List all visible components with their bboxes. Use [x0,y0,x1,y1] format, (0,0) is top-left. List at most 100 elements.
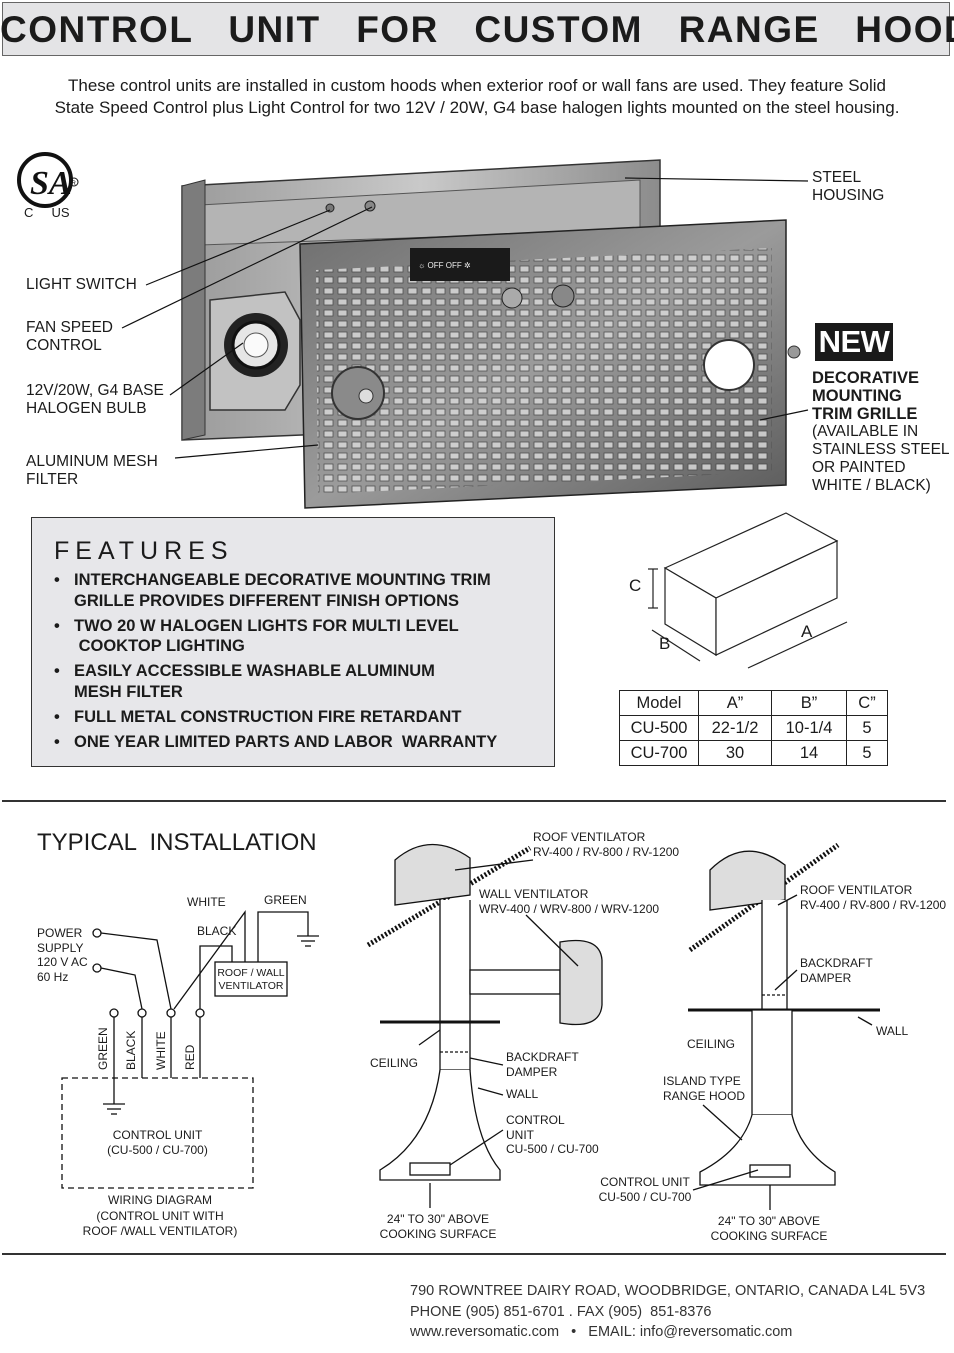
cu-line1: CONTROL UNIT [112,1128,203,1142]
wall-hood-wall-label: WALL [506,1087,539,1101]
wiring-caption-line2: (CONTROL UNIT WITH [96,1208,224,1223]
callout-mesh-filter: ALUMINUM MESH FILTER [26,453,158,489]
divider [2,800,946,802]
bullet: • [54,732,60,751]
table-header: Model [619,690,699,716]
feature-item: • EASILY ACCESSIBLE WASHABLE ALUMINUM MESH… [54,661,554,702]
wire-white-vertical: WHITE [154,1031,168,1070]
box-label-c: C [629,576,642,595]
wire-white-label: WHITE [187,895,226,909]
feature-item: • ONE YEAR LIMITED PARTS AND LABOR WARRAN… [54,732,554,753]
feature-line: FULL METAL CONSTRUCTION FIRE RETARDANT [74,707,462,726]
table-header: C” [846,690,888,716]
feature-line: EASILY ACCESSIBLE WASHABLE ALUMINUM [74,662,435,680]
intro-line-1: These control units are installed in cus… [67,76,886,95]
trim-grille: ☼ OFF OFF ✲ [299,200,801,509]
island-wall-label: WALL [876,1024,909,1038]
installation-title: TYPICAL INSTALLATION [37,829,317,856]
svg-text:SA: SA [30,165,72,202]
feature-line: TWO 20 W HALOGEN LIGHTS FOR MULTI LEVEL [74,616,459,635]
decorative-line3: TRIM GRILLE [812,405,918,423]
decorative-line2: MOUNTING [812,387,902,405]
callout-filter-line2: FILTER [26,471,79,488]
cu-line2: (CU-500 / CU-700) [107,1142,208,1157]
divider [2,1253,946,1255]
footer-contact: 790 ROWNTREE DAIRY ROAD, WOODBRIDGE, ONT… [410,1281,925,1343]
table-cell: 5 [846,740,888,766]
power-line3: 120 V AC [37,955,88,969]
wiring-caption-line3: ROOF /WALL VENTILATOR) [82,1224,238,1238]
cert-us: US [51,205,70,220]
label-line: CONTROL [506,1113,565,1127]
svg-text:R: R [72,181,77,187]
wall-hood-ceiling-label: CEILING [370,1056,419,1070]
features-box [31,517,555,767]
feature-item: • INTERCHANGEABLE DECORATIVE MOUNTING TRI… [54,570,554,611]
ventilator-box-label: ROOF / WALL VENTILATOR [215,967,287,992]
label-line: WALL VENTILATOR [479,887,589,901]
callout-filter-line1: ALUMINUM MESH [26,453,158,470]
power-line2: SUPPLY [37,940,84,955]
decorative-line7: WHITE / BLACK) [812,477,931,494]
island-hood-diagram [688,842,880,1210]
callout-fan-speed-line2: CONTROL [26,337,102,354]
power-supply-label: POWER SUPPLY 120 V AC 60 Hz [37,926,88,984]
page-title: CONTROL UNIT FOR CUSTOM RANGE HOOD [0,9,954,50]
feature-line: GRILLE PROVIDES DIFFERENT FINISH OPTIONS [74,591,460,610]
wiring-diagram [61,910,319,1189]
label-line: 24" TO 30" ABOVE [717,1214,821,1228]
decorative-line4: (AVAILABLE IN [812,423,919,440]
wire-green-label: GREEN [264,893,307,907]
label-line: RV-400 / RV-800 / RV-1200 [800,897,947,912]
new-badge: NEW [815,323,893,361]
bullet: • [54,571,60,589]
wire-red-vertical: RED [183,1044,197,1070]
label-line: BACKDRAFT [506,1050,579,1064]
label-line: CU-500 / CU-700 [506,1142,599,1156]
feature-line: COOKTOP LIGHTING [74,637,245,655]
island-cu-label: CONTROL UNIT CU-500 / CU-700 [597,1175,693,1204]
decorative-line1: DECORATIVE [812,369,919,387]
wire-black-label: BLACK [197,924,237,938]
callout-bulb-line2: HALOGEN BULB [26,400,147,417]
halogen-bulb-module [209,291,301,411]
wiring-caption: WIRING DIAGRAM (CONTROL UNIT WITH ROOF /… [60,1193,260,1240]
intro-line-2: State Speed Control plus Light Control f… [54,97,900,117]
callout-fan-speed-line1: FAN SPEED [26,319,113,336]
table-cell: 10-1/4 [771,715,847,741]
callout-steel-housing: STEEL HOUSING [812,169,884,205]
label-line: CONTROL UNIT [600,1175,690,1189]
wall-hood-damper-label: BACKDRAFT DAMPER [506,1050,579,1079]
wall-hood-height-label: 24" TO 30" ABOVE COOKING SURFACE [372,1212,504,1241]
label-line: WRV-400 / WRV-800 / WRV-1200 [479,901,660,916]
box-label-a: A [801,622,813,641]
bullet: • [54,662,60,680]
callout-steel-housing-line1: STEEL [812,169,862,186]
callout-fan-speed: FAN SPEED CONTROL [26,319,113,355]
features-title: FEATURES [54,537,234,565]
power-line1: POWER [37,926,83,940]
island-roof-vent-label: ROOF VENTILATOR RV-400 / RV-800 / RV-120… [800,883,946,912]
table-row: CU-500 22-1/2 10-1/4 5 [619,715,888,741]
feature-line: ONE YEAR LIMITED PARTS AND LABOR WARRANT… [74,732,498,751]
cert-c: C [24,205,34,220]
table-cell: 22-1/2 [698,715,772,741]
footer-phone: PHONE (905) 851-6701 . FAX (905) 851-837… [410,1303,712,1320]
decorative-line5: STAINLESS STEEL [812,441,950,458]
wall-hood-cu-label: CONTROL UNIT CU-500 / CU-700 [506,1113,599,1157]
callout-steel-housing-line2: HOUSING [812,187,885,204]
table-cell: CU-700 [619,740,699,766]
label-line: BACKDRAFT [800,956,873,970]
label-line: CU-500 / CU-700 [598,1189,692,1204]
feature-line: INTERCHANGEABLE DECORATIVE MOUNTING TRIM [74,571,491,589]
label-line: COOKING SURFACE [379,1226,497,1241]
callout-bulb-line1: 12V/20W, G4 BASE [26,382,164,399]
island-height-label: 24" TO 30" ABOVE COOKING SURFACE [703,1214,835,1243]
wall-hood-diagram [366,843,603,1208]
footer-web-email[interactable]: www.reversomatic.com • EMAIL: info@rever… [410,1324,793,1340]
label-line: RV-400 / RV-800 / RV-1200 [533,844,680,859]
feature-line: MESH FILTER [74,682,183,701]
table-cell: CU-500 [619,715,699,741]
box-label-b: B [659,634,671,653]
wire-black-vertical: BLACK [124,1030,138,1070]
